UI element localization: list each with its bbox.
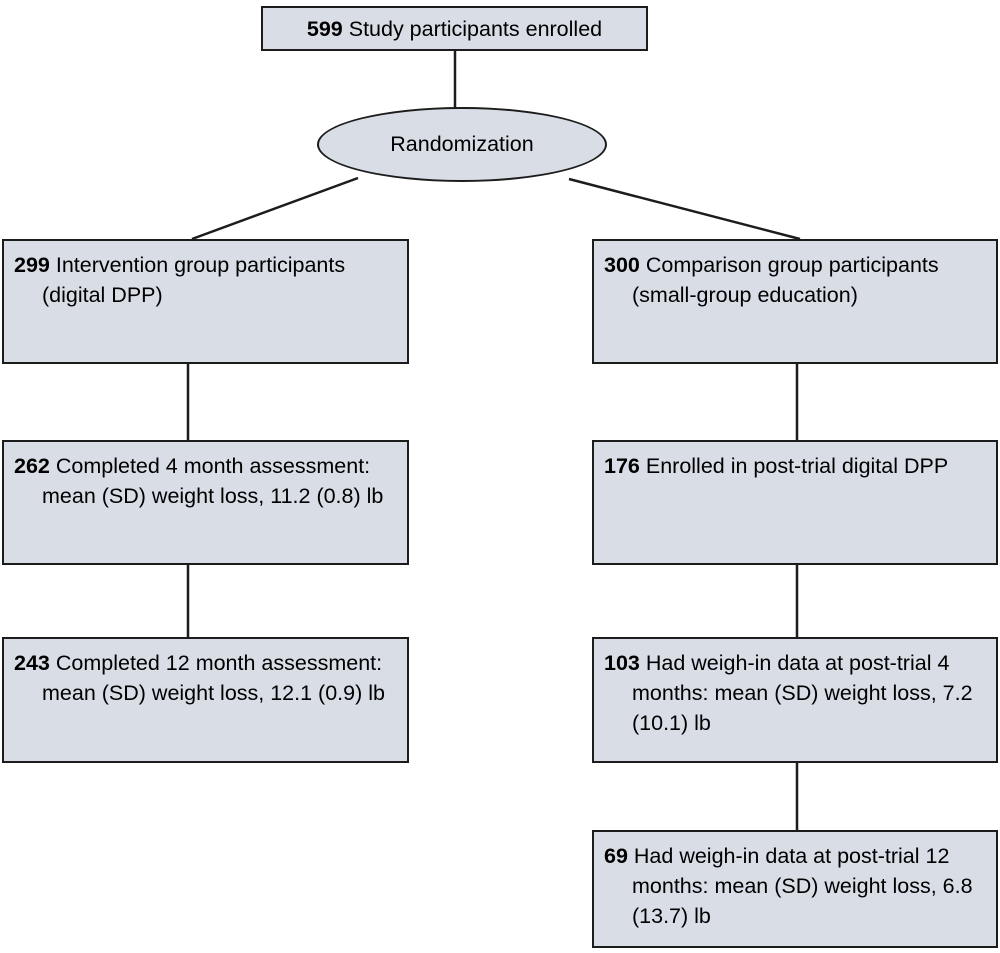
node-enrolled-post-trial: 176 Enrolled in post-trial digital DPP: [592, 440, 998, 565]
node-comparison-count: 300: [604, 253, 640, 277]
node-weighin4-text: 103 Had weigh-in data at post-trial 4 mo…: [604, 639, 996, 744]
node-enrolled: 599 Study participants enrolled: [261, 6, 648, 51]
edge-randomization-to-comparison: [568, 177, 801, 241]
node-enrolled-count: 599: [306, 17, 343, 41]
node-completed-12-month: 243 Completed 12 month assessment: mean …: [2, 637, 409, 763]
node-enrolled-label: Study participants enrolled: [348, 17, 603, 41]
node-completed12-count: 243: [14, 651, 50, 675]
node-weighin-post-4-months: 103 Had weigh-in data at post-trial 4 mo…: [592, 637, 998, 763]
node-intervention-group: 299 Intervention group participants (dig…: [2, 239, 409, 364]
node-weighin12-label: Had weigh-in data at post-trial 12 month…: [632, 844, 979, 928]
node-enrolled-post-text: 176 Enrolled in post-trial digital DPP: [604, 442, 996, 487]
node-comparison-label: Comparison group participants (small-gro…: [632, 253, 945, 307]
node-completed4-count: 262: [14, 454, 50, 478]
node-completed4-label: Completed 4 month assessment: mean (SD) …: [42, 454, 384, 508]
node-intervention-label: Intervention group participants (digital…: [42, 253, 352, 307]
node-enrolled-post-count: 176: [604, 454, 640, 478]
node-completed12-label: Completed 12 month assessment: mean (SD)…: [42, 651, 389, 705]
node-randomization-label: Randomization: [390, 132, 534, 156]
node-weighin4-count: 103: [604, 651, 640, 675]
node-completed12-text: 243 Completed 12 month assessment: mean …: [14, 639, 407, 714]
node-weighin4-label: Had weigh-in data at post-trial 4 months…: [632, 651, 979, 735]
node-intervention-text: 299 Intervention group participants (dig…: [14, 241, 407, 316]
node-weighin12-text: 69 Had weigh-in data at post-trial 12 mo…: [604, 832, 996, 937]
node-weighin-post-12-months: 69 Had weigh-in data at post-trial 12 mo…: [592, 830, 998, 948]
node-weighin12-count: 69: [604, 844, 628, 868]
node-intervention-count: 299: [14, 253, 50, 277]
node-comparison-text: 300 Comparison group participants (small…: [604, 241, 996, 316]
node-comparison-group: 300 Comparison group participants (small…: [592, 239, 998, 364]
edge-randomization-to-intervention: [191, 176, 359, 241]
node-enrolled-text: 599 Study participants enrolled: [263, 8, 646, 50]
node-enrolled-post-label: Enrolled in post-trial digital DPP: [645, 454, 949, 478]
node-completed-4-month: 262 Completed 4 month assessment: mean (…: [2, 440, 409, 565]
node-randomization: Randomization: [317, 107, 607, 182]
node-completed4-text: 262 Completed 4 month assessment: mean (…: [14, 442, 407, 517]
